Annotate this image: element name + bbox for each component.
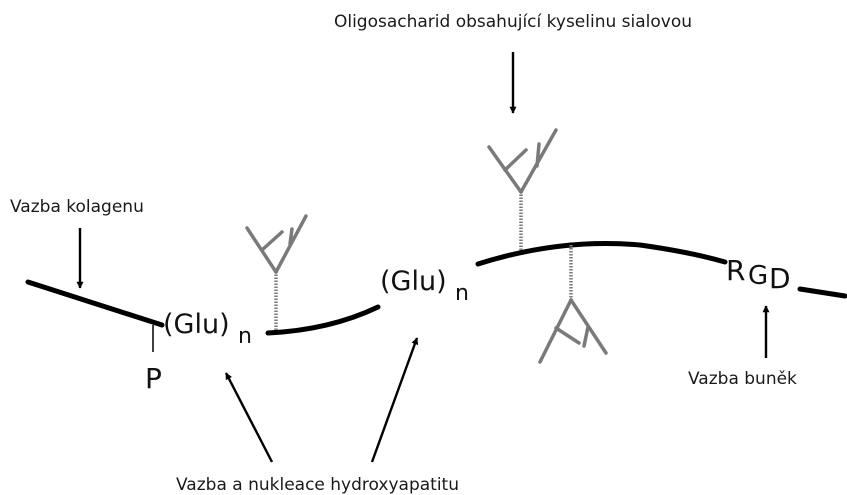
- oligosaccharide-chain-1: [245, 214, 308, 330]
- glu-residue-2-subscript: n: [455, 281, 469, 306]
- backbone-segment-middle: [265, 304, 381, 336]
- oligosaccharide-chain-3: [538, 245, 608, 364]
- glu-residue-1: (Glu): [163, 309, 230, 340]
- rgd-motif-g: G: [748, 261, 768, 291]
- label-cell-binding: Vazba buněk: [688, 369, 797, 389]
- arrow-hydroxyapatite-2: [370, 337, 419, 463]
- label-oligosaccharide: Oligosacharid obsahující kyselinu sialov…: [334, 12, 692, 32]
- arrow-hydroxyapatite-1: [224, 372, 274, 463]
- label-collagen-binding: Vazba kolagenu: [10, 197, 144, 217]
- label-hydroxyapatite: Vazba a nukleace hydroxyapatitu: [176, 475, 459, 495]
- glu-residue-2: (Glu): [380, 266, 447, 297]
- phosphate-label: P: [145, 362, 162, 395]
- backbone-segment-right: [475, 241, 728, 267]
- backbone-segment-end: [797, 286, 847, 299]
- oligosaccharide-chain-2: [487, 128, 558, 250]
- backbone-segment-left: [25, 279, 165, 328]
- glu-residue-1-subscript: n: [238, 324, 252, 349]
- rgd-motif-d: D: [769, 262, 791, 295]
- rgd-motif-r: R: [726, 254, 745, 287]
